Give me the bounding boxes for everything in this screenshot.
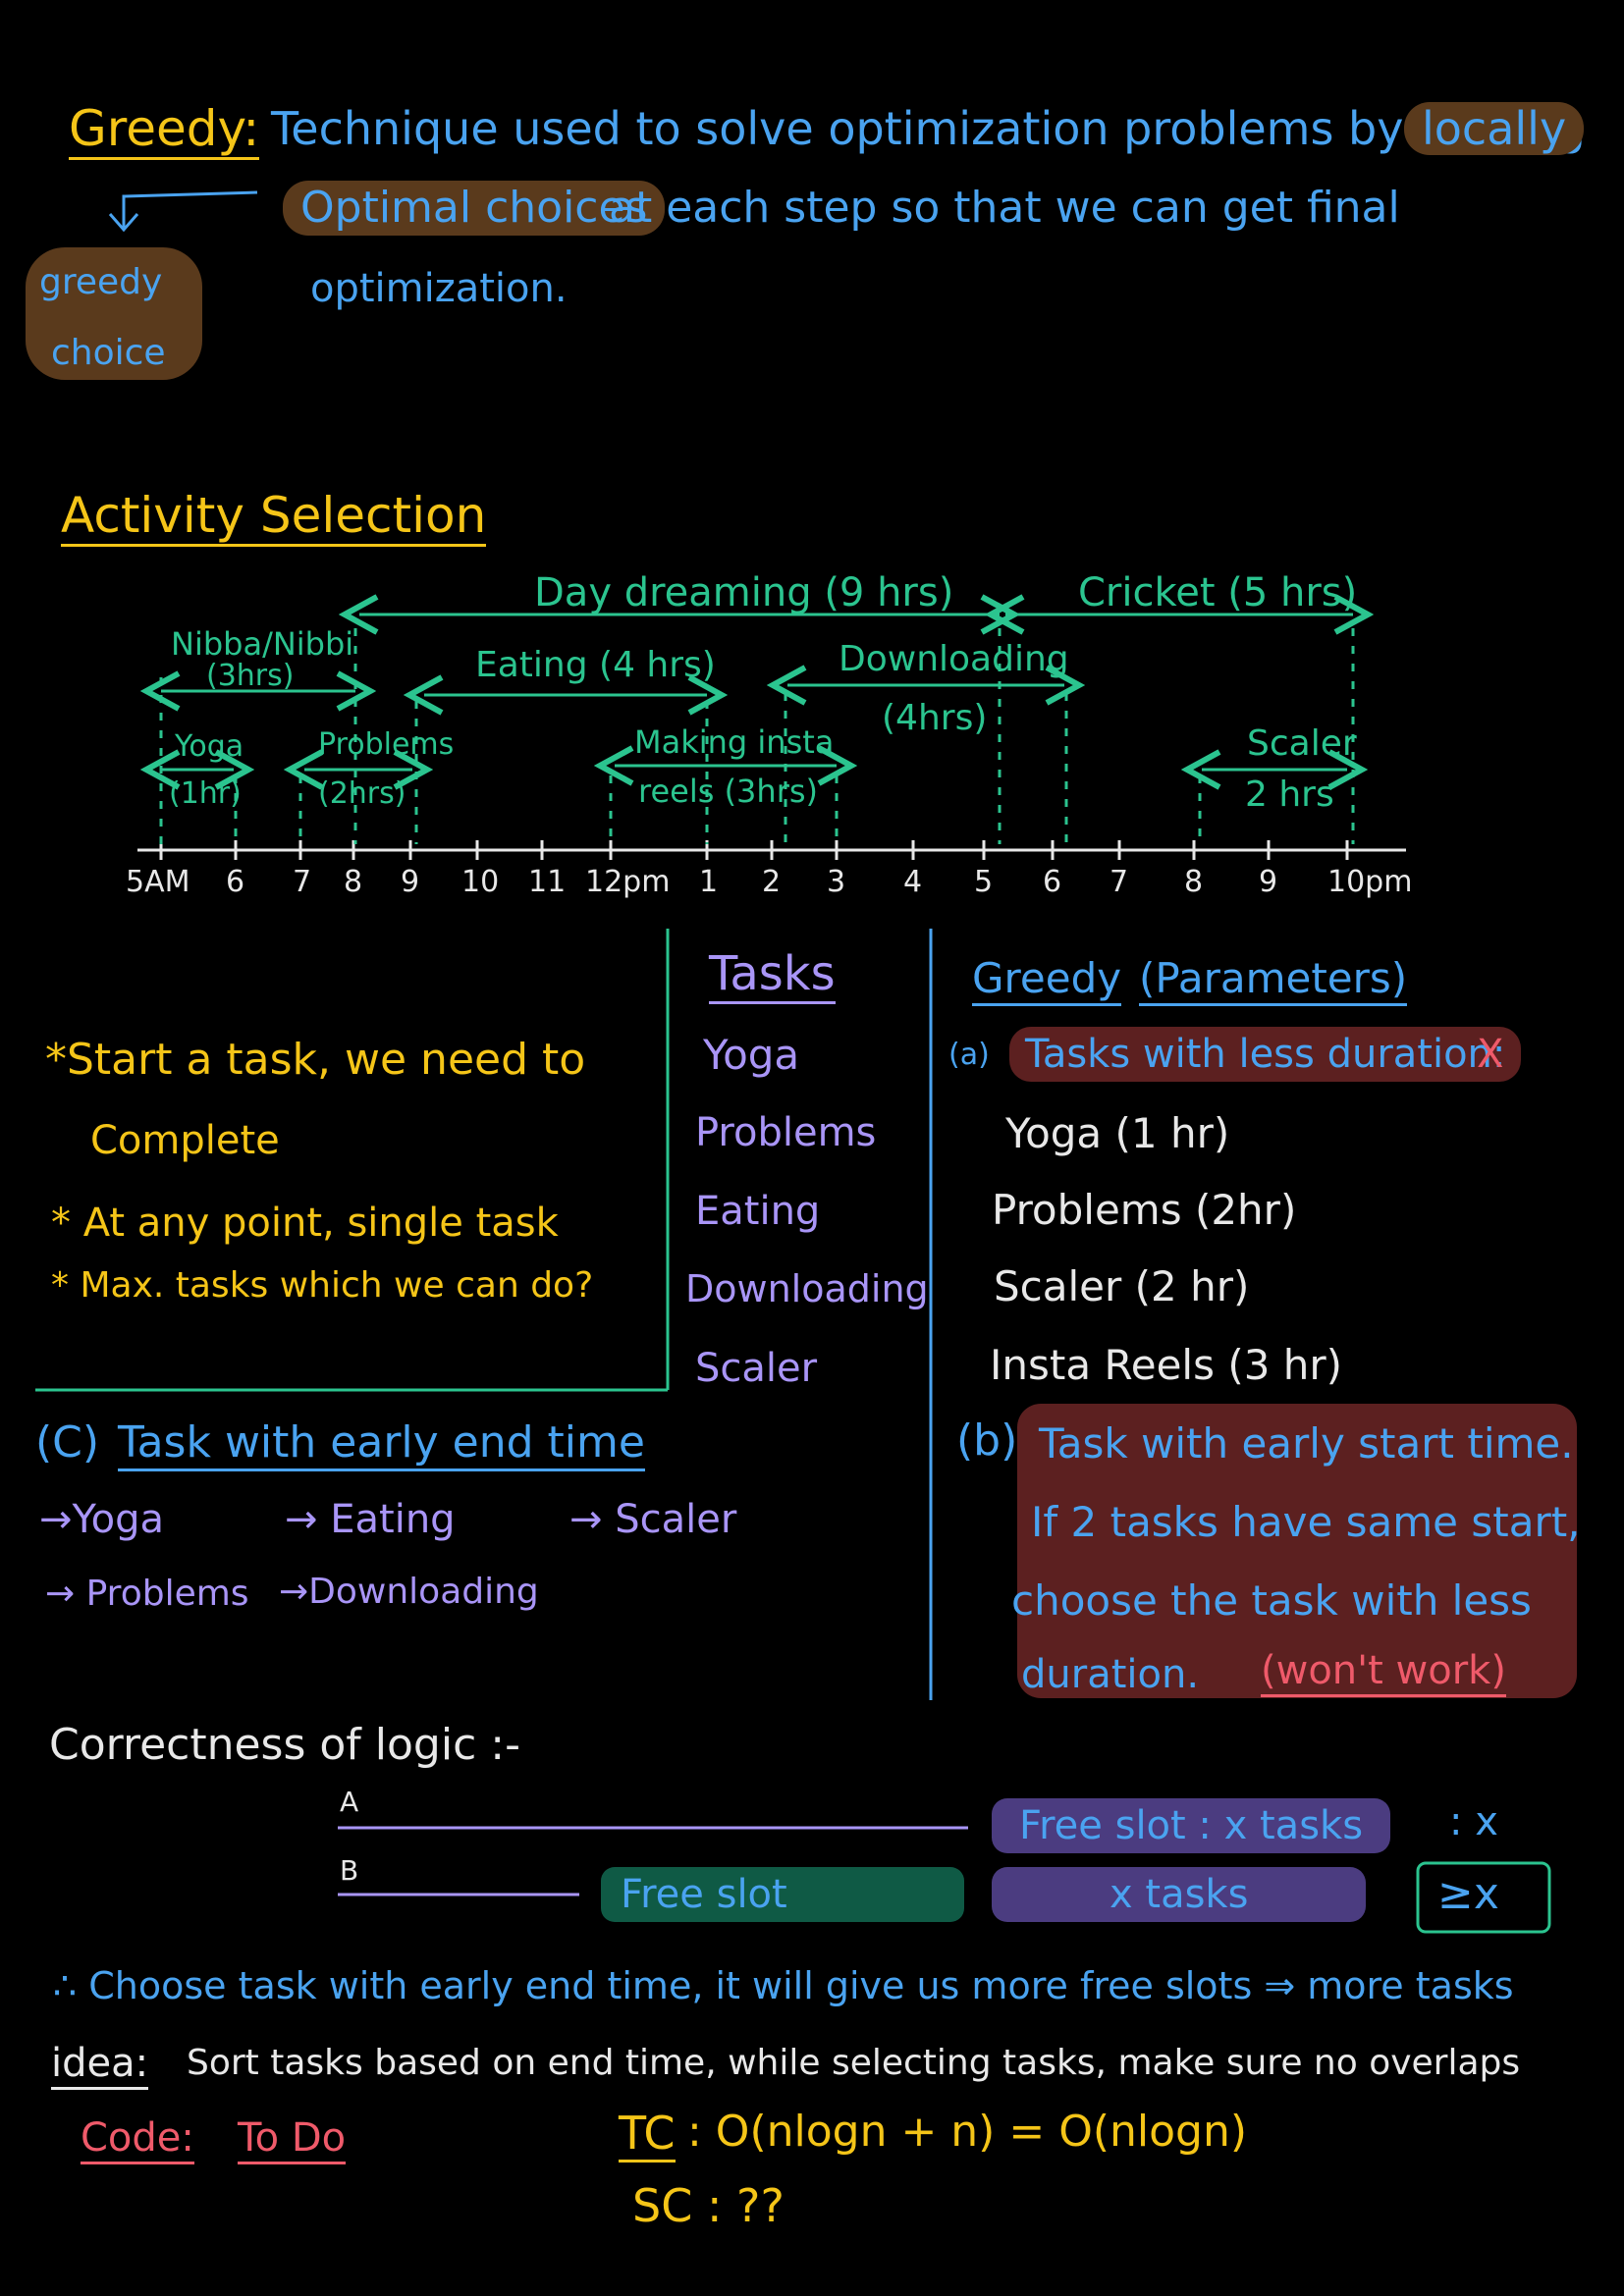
param-a-text: Tasks with less duration: — [1009, 1027, 1522, 1082]
colon-x: : x — [1449, 1799, 1498, 1844]
option-c-item: → Eating — [285, 1497, 456, 1542]
param-b-line: If 2 tasks have same start, — [1031, 1498, 1581, 1546]
tick-label: 9 — [401, 865, 420, 899]
label-insta: Making insta — [634, 723, 835, 761]
tick-label: 6 — [1043, 865, 1062, 899]
greedy-choice-word1: greedy — [39, 262, 163, 302]
param-a-cross-mark: X — [1477, 1032, 1504, 1077]
tick-label: 4 — [903, 865, 923, 899]
param-a-label: (a) — [948, 1038, 990, 1072]
ge-x-box — [1416, 1861, 1551, 1934]
tick-label: 9 — [1259, 865, 1278, 899]
param-a-item: Scaler (2 hr) — [994, 1262, 1250, 1310]
tick-label: 6 — [226, 865, 245, 899]
tick-label: 2 — [762, 865, 782, 899]
rule-3: * Max. tasks which we can do? — [51, 1265, 594, 1306]
label-scaler: Scaler — [1247, 723, 1357, 764]
sc-value: SC : ?? — [632, 2179, 785, 2232]
label-day-dreaming: Day dreaming (9 hrs) — [534, 570, 954, 615]
label-yoga-hrs: (1hr) — [169, 776, 242, 811]
optimal-choices-highlight: Optimal choices — [283, 181, 666, 236]
label-cricket: Cricket (5 hrs) — [1078, 570, 1358, 615]
param-b-highlight — [1017, 1404, 1577, 1698]
tick-label: 1 — [699, 865, 719, 899]
label-nibba-hrs: (3hrs) — [206, 659, 295, 693]
param-b-line: duration. — [1021, 1652, 1200, 1697]
correctness-heading: Correctness of logic :- — [49, 1720, 520, 1770]
label-b: B — [340, 1854, 359, 1887]
param-a-item: Problems (2hr) — [992, 1186, 1297, 1234]
param-b-label: (b) — [956, 1415, 1018, 1466]
task-item: Yoga — [703, 1031, 800, 1079]
label-problems-hrs: (2hrs) — [318, 776, 406, 811]
greedy-choice-arrow — [122, 190, 258, 228]
code-label: Code: — [81, 2118, 194, 2164]
task-item: Scaler — [695, 1346, 818, 1391]
timeline-axis — [137, 840, 1406, 860]
label-yoga: Yoga — [175, 729, 244, 764]
tick-label: 5 — [974, 865, 994, 899]
tick-label: 12pm — [585, 865, 671, 899]
option-c-item: → Scaler — [569, 1497, 737, 1542]
param-a-item: Insta Reels (3 hr) — [990, 1341, 1343, 1389]
label-a: A — [340, 1786, 359, 1818]
activity-selection-heading: Activity Selection — [61, 491, 487, 547]
idea-label: idea: — [51, 2044, 149, 2090]
label-downloading: Downloading — [839, 639, 1069, 679]
option-c-label: (C) — [35, 1417, 100, 1468]
params-heading-parameters: (Parameters) — [1139, 958, 1408, 1006]
tick-label: 8 — [344, 865, 363, 899]
label-scaler-hrs: 2 hrs — [1245, 774, 1334, 815]
rule-1: *Start a task, we need to — [45, 1035, 586, 1085]
tc-value: : O(nlogn + n) = O(nlogn) — [687, 2107, 1248, 2157]
option-c-item: →Downloading — [279, 1572, 539, 1612]
tick-label: 7 — [1110, 865, 1129, 899]
greedy-heading: Greedy: — [69, 104, 260, 160]
code-value: To Do — [238, 2118, 347, 2164]
tick-label: 10pm — [1327, 865, 1413, 899]
option-c-heading: Task with early end time — [118, 1421, 645, 1471]
conclusion-line: ∴ Choose task with early end time, it wi… — [53, 1964, 1514, 2007]
label-insta-hrs: reels (3hrs) — [638, 773, 818, 810]
idea-text: Sort tasks based on end time, while sele… — [187, 2043, 1521, 2083]
param-b-line: Task with early start time. — [1039, 1419, 1574, 1468]
greedy-def-line1: Technique used to solve optimization pro… — [271, 102, 1586, 155]
free-slot-x-tasks: Free slot : x tasks — [992, 1798, 1391, 1853]
param-a-item: Yoga (1 hr) — [1005, 1109, 1230, 1157]
x-tasks: x tasks — [992, 1867, 1367, 1922]
task-item: Eating — [695, 1189, 821, 1234]
task-item: Problems — [695, 1110, 877, 1155]
label-eating: Eating (4 hrs) — [475, 645, 716, 685]
free-slot: Free slot — [601, 1867, 964, 1922]
greedy-def-line2: at each step so that we can get final — [609, 183, 1400, 233]
label-nibba: Nibba/Nibbi — [171, 625, 354, 663]
param-b-line: choose the task with less — [1011, 1576, 1532, 1625]
task-item: Downloading — [685, 1267, 929, 1310]
tc-label: TC — [619, 2110, 676, 2163]
greedy-def-line3: optimization. — [310, 266, 568, 311]
tick-label: 7 — [293, 865, 312, 899]
label-problems: Problems — [318, 727, 455, 762]
tasks-heading: Tasks — [709, 950, 836, 1004]
tick-label: 10 — [461, 865, 500, 899]
greedy-choice-highlight — [26, 247, 202, 380]
tick-label: 8 — [1184, 865, 1204, 899]
ge-x: ≥x — [1437, 1869, 1499, 1919]
param-b-note: (won't work) — [1261, 1651, 1506, 1697]
option-c-item: →Yoga — [39, 1497, 165, 1542]
greedy-choice-word2: choice — [51, 333, 166, 373]
tick-label: 11 — [528, 865, 567, 899]
params-heading-greedy: Greedy — [972, 958, 1122, 1006]
rule-1-cont: Complete — [90, 1118, 280, 1163]
option-c-item: → Problems — [45, 1574, 249, 1614]
tick-label: 3 — [827, 865, 846, 899]
locally-highlight: locally — [1404, 102, 1585, 155]
tick-label: 5AM — [126, 865, 190, 899]
label-downloading-hrs: (4hrs) — [882, 698, 988, 738]
rule-2: * At any point, single task — [51, 1201, 559, 1246]
